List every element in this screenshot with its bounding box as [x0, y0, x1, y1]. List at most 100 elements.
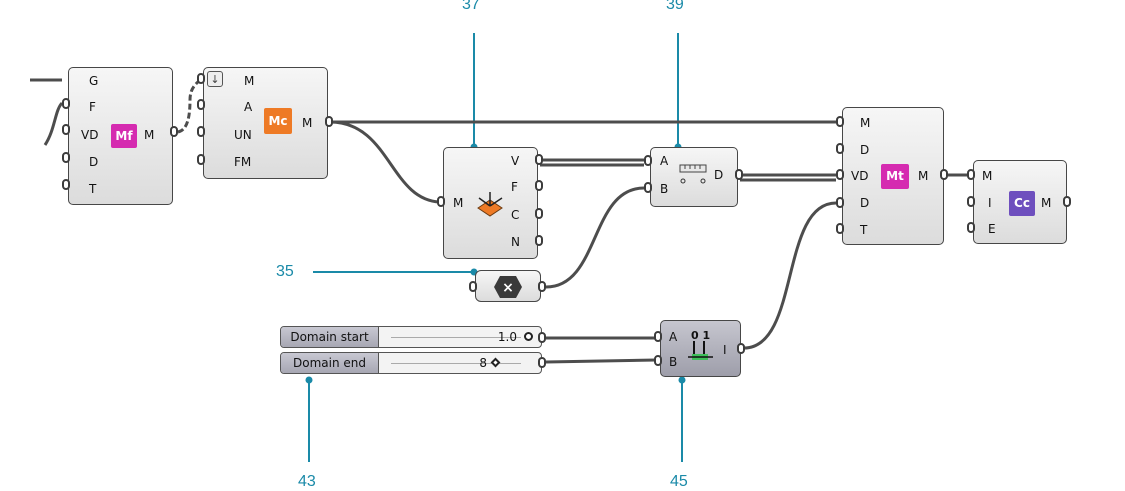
input-vd: VD: [851, 169, 869, 183]
input-f: F: [89, 100, 96, 114]
wire-geo-to-b: [545, 186, 645, 289]
distance-component[interactable]: A B D: [650, 147, 738, 207]
slider-grip-icon[interactable]: [524, 332, 533, 341]
grip[interactable]: [197, 126, 205, 137]
grip[interactable]: [654, 331, 662, 342]
output-m: M: [1041, 196, 1052, 210]
grip[interactable]: [967, 196, 975, 207]
arrow-down-icon[interactable]: ↓: [207, 71, 223, 87]
grip[interactable]: [538, 281, 546, 292]
input-a: A: [669, 330, 678, 344]
input-fm: FM: [234, 155, 252, 169]
input-g: G: [89, 74, 99, 88]
grip[interactable]: [197, 154, 205, 165]
grip[interactable]: [654, 355, 662, 366]
mesh-construct-icon: Mc: [264, 108, 292, 134]
grip[interactable]: [437, 196, 445, 207]
grip[interactable]: [535, 180, 543, 191]
slider-grip-icon[interactable]: [490, 357, 501, 368]
deconstruct-mesh-icon: [477, 192, 503, 217]
grip[interactable]: [836, 143, 844, 154]
output-c: C: [511, 208, 520, 222]
grip[interactable]: [967, 169, 975, 180]
slider-value: 8: [479, 356, 487, 370]
wire-mc-to-deconstruct: [329, 120, 441, 204]
grip[interactable]: [62, 152, 70, 163]
slider-domain-end[interactable]: Domain end 8: [280, 352, 542, 374]
input-un: UN: [234, 128, 252, 142]
input-a: A: [660, 154, 669, 168]
output-m: M: [918, 169, 929, 183]
grip[interactable]: [535, 208, 543, 219]
deconstruct-mesh-component[interactable]: M V F C N: [443, 147, 538, 259]
grip[interactable]: [644, 182, 652, 193]
input-b: B: [660, 182, 669, 196]
grip[interactable]: [197, 99, 205, 110]
callout-45: 45: [670, 473, 688, 490]
output-n: N: [511, 235, 520, 249]
wire-end-to-b: [545, 358, 657, 364]
grip[interactable]: [940, 169, 948, 180]
grip[interactable]: [836, 169, 844, 180]
input-m: M: [453, 196, 464, 210]
input-d: D: [89, 155, 99, 169]
grip[interactable]: [535, 235, 543, 246]
input-b: B: [669, 355, 678, 369]
output-m: M: [302, 116, 313, 130]
grip[interactable]: [644, 155, 652, 166]
callout-35: 35: [276, 263, 294, 280]
input-m: M: [244, 74, 255, 88]
mesh-vertex-color-component[interactable]: M D VD D T M Mt: [842, 107, 944, 245]
grip[interactable]: [967, 222, 975, 233]
domain-icon-text: 0 1: [691, 329, 711, 342]
grip[interactable]: [735, 169, 743, 180]
grip[interactable]: [197, 73, 205, 84]
slider-domain-start[interactable]: Domain start 1.0: [280, 326, 542, 348]
slider-track[interactable]: [391, 337, 521, 338]
grip[interactable]: [1063, 196, 1071, 207]
grip[interactable]: [836, 223, 844, 234]
slider-track[interactable]: [391, 363, 521, 364]
grip[interactable]: [836, 197, 844, 208]
geometry-parameter[interactable]: ×: [475, 270, 541, 302]
distance-icon: [679, 164, 707, 184]
mesh-construct-component[interactable]: ↓ M A UN FM M Mc: [203, 67, 328, 179]
slider-name: Domain end: [281, 353, 379, 373]
grip[interactable]: [62, 124, 70, 135]
wire-domain-to-d: [743, 201, 837, 350]
input-d-2: D: [860, 196, 870, 210]
input-m: M: [982, 169, 993, 183]
mesh-icon: Mf: [111, 124, 137, 148]
slider-value: 1.0: [497, 330, 517, 344]
grip[interactable]: [538, 332, 546, 343]
mesh-color-icon: Cc: [1009, 191, 1035, 216]
grip[interactable]: [737, 343, 745, 354]
callout-43: 43: [298, 473, 316, 490]
grip[interactable]: [469, 281, 477, 292]
output-i: I: [723, 343, 727, 357]
grip[interactable]: [836, 116, 844, 127]
input-e: E: [988, 222, 996, 236]
callout-37: 37: [462, 0, 480, 13]
grip[interactable]: [538, 357, 546, 368]
output-f: F: [511, 180, 518, 194]
grip[interactable]: [535, 154, 543, 165]
slider-name: Domain start: [281, 327, 379, 347]
input-a: A: [244, 100, 253, 114]
grip[interactable]: [62, 98, 70, 109]
grip[interactable]: [170, 126, 178, 137]
construct-domain-component[interactable]: A B I 0 1: [660, 320, 741, 377]
grip[interactable]: [325, 116, 333, 127]
output-v: V: [511, 154, 520, 168]
input-vd: VD: [81, 128, 99, 142]
output-m: M: [144, 128, 155, 142]
geometry-hex-icon: ×: [494, 276, 522, 298]
grip[interactable]: [62, 179, 70, 190]
callout-39: 39: [666, 0, 684, 13]
mesh-color-component[interactable]: M I E M Cc: [973, 160, 1067, 244]
domain-icon: [688, 341, 713, 360]
input-m: M: [860, 116, 871, 130]
wire-left-f: [43, 101, 64, 146]
mesh-from-points-component[interactable]: G F VD D T M Mf: [68, 67, 173, 205]
